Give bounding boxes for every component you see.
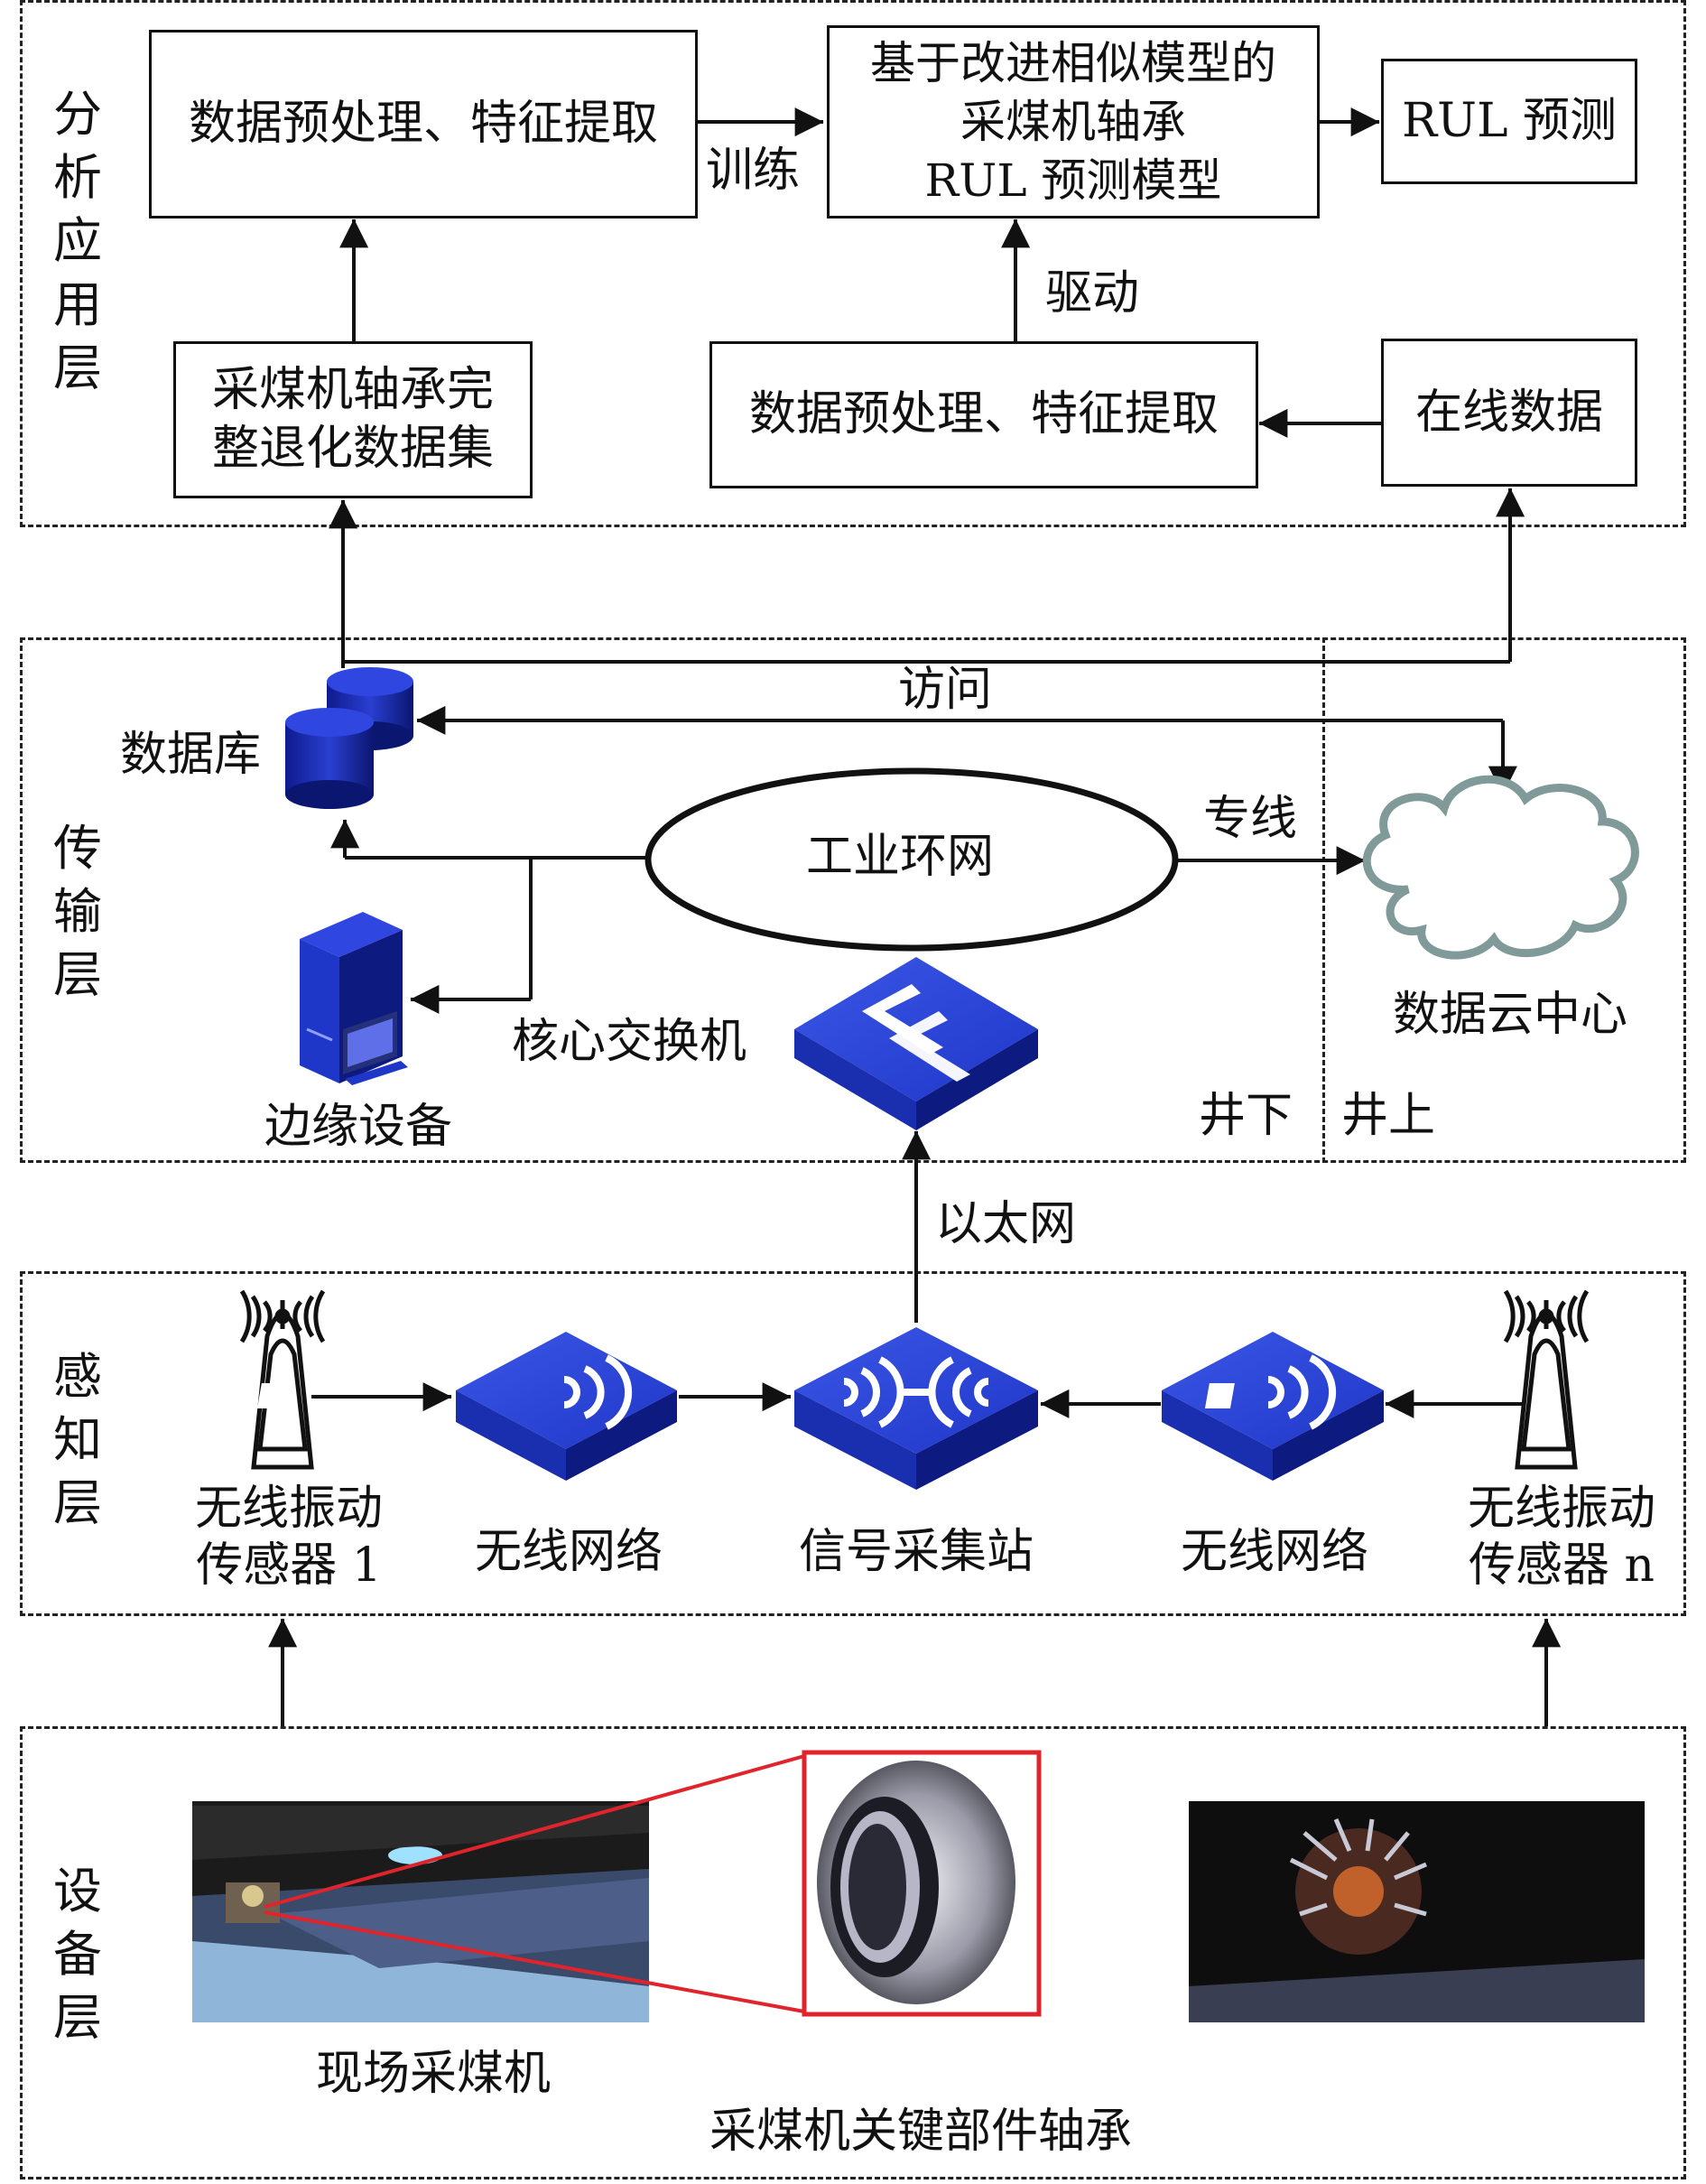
signal-station-icon bbox=[794, 1327, 1038, 1490]
wireless-network-2-label: 无线网络 bbox=[1180, 1525, 1368, 1579]
core-switch-label: 核心交换机 bbox=[512, 1015, 747, 1069]
train-label: 训练 bbox=[706, 144, 801, 198]
edge-device-label: 边缘设备 bbox=[264, 1100, 453, 1154]
shearer-label: 现场采煤机 bbox=[315, 2047, 551, 2101]
bearing-photo bbox=[802, 1750, 1042, 2017]
underground-divider bbox=[1322, 637, 1325, 1163]
perception-layer-label: 感 知 层 bbox=[53, 1348, 102, 1532]
surface-label: 井上 bbox=[1341, 1089, 1436, 1143]
analysis-layer-frame bbox=[20, 0, 1686, 527]
equipment-layer-label: 设 备 层 bbox=[53, 1863, 102, 2047]
database-label: 数据库 bbox=[120, 728, 262, 782]
cloud-center-label: 数据云中心 bbox=[1393, 988, 1628, 1042]
drive-label: 驱动 bbox=[1045, 266, 1140, 321]
preprocess-box-top: 数据预处理、特征提取 bbox=[149, 30, 698, 218]
online-data-box: 在线数据 bbox=[1381, 339, 1637, 487]
signal-station-label: 信号采集站 bbox=[798, 1525, 1034, 1579]
wireless-network-1-icon bbox=[256, 1332, 677, 1481]
sensor-1-icon bbox=[239, 1289, 326, 1470]
ethernet-label: 以太网 bbox=[935, 1197, 1077, 1251]
wireless-network-2-icon bbox=[1162, 1332, 1384, 1481]
rul-prediction-box: RUL 预测 bbox=[1381, 59, 1637, 184]
transport-layer-frame bbox=[20, 637, 1686, 1163]
degradation-dataset-box: 采煤机轴承完 整退化数据集 bbox=[173, 341, 533, 498]
core-switch-icon bbox=[794, 957, 1038, 1130]
edge-device-icon bbox=[300, 912, 408, 1085]
wireless-network-1-label: 无线网络 bbox=[474, 1525, 663, 1579]
industrial-ring-label: 工业环网 bbox=[806, 830, 995, 884]
bearing-label: 采煤机关键部件轴承 bbox=[709, 2105, 1132, 2159]
industrial-ring-icon bbox=[644, 767, 1179, 952]
sensor-n-label: 无线振动 传感器 n bbox=[1467, 1482, 1655, 1594]
preprocess-box-bottom: 数据预处理、特征提取 bbox=[709, 341, 1258, 488]
transport-layer-label: 传 输 层 bbox=[53, 820, 102, 1004]
sensor-n-icon bbox=[1503, 1289, 1590, 1470]
analysis-layer-label: 分 析 应 用 层 bbox=[53, 86, 102, 396]
bearing-zoom-lines bbox=[264, 1754, 805, 2013]
rul-model-box: 基于改进相似模型的 采煤机轴承 RUL 预测模型 bbox=[827, 25, 1320, 218]
dedicated-line-label: 专线 bbox=[1203, 792, 1298, 846]
underground-label: 井下 bbox=[1199, 1089, 1293, 1143]
database-icon bbox=[285, 667, 413, 809]
access-label: 访问 bbox=[898, 663, 993, 717]
sensor-1-label: 无线振动 传感器 1 bbox=[194, 1482, 383, 1594]
cloud-icon bbox=[1362, 775, 1639, 960]
shearer-photo bbox=[192, 1801, 649, 2022]
shearer-drum-photo bbox=[1189, 1801, 1645, 2022]
perception-layer-frame bbox=[20, 1271, 1686, 1616]
equipment-layer-frame bbox=[20, 1726, 1686, 2179]
